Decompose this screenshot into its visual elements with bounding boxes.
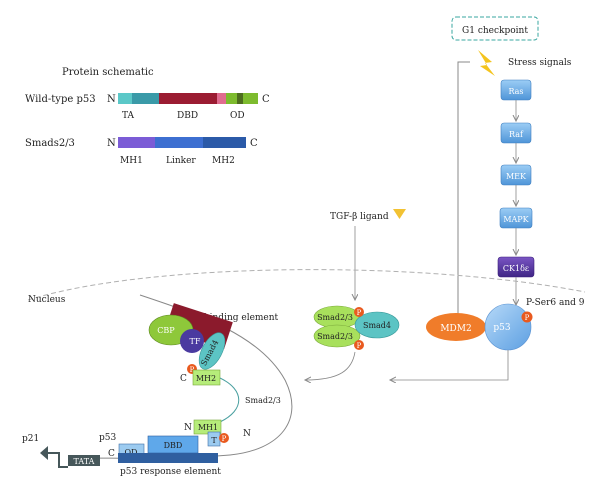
tf-node (180, 329, 204, 353)
dna-p53-label: p53 (99, 433, 116, 443)
smad-mh2-segment (203, 137, 246, 148)
wt-ta-light-segment (118, 93, 132, 104)
response-element-label: p53 response element (120, 467, 221, 477)
mh2-domain (192, 369, 221, 386)
wt-ta-label: TA (122, 111, 135, 121)
kinase-raf-label: Raf (509, 130, 524, 139)
dna-c-label: C (108, 449, 115, 459)
checkpoint-inhibition-line (457, 61, 470, 318)
mh2-c-label: C (180, 374, 187, 384)
wild-type-p53-bar (118, 93, 258, 104)
smad4-label: Smad4 (363, 321, 391, 330)
mdm2-label: MDM2 (440, 324, 471, 334)
kinase-ras-label: Ras (508, 87, 523, 96)
stress-signals-label: Stress signals (508, 58, 572, 68)
mh1-domain (193, 419, 222, 435)
nucleus-membrane (27, 269, 586, 301)
smad23-bottom-phospho-label: P (357, 342, 362, 350)
p53-phospho-badge (521, 311, 533, 323)
p53-response-element (118, 453, 218, 463)
mh2-domain-label: MH2 (196, 374, 216, 383)
wt-od-label: OD (230, 111, 245, 121)
smad-mh1-segment (118, 137, 155, 148)
mh2-phospho-label: P (190, 366, 195, 374)
wt-dbd-segment (159, 93, 217, 104)
smads-bar (118, 137, 246, 148)
wt-od-dark-segment (237, 93, 243, 104)
smad23-bottom-node (313, 324, 361, 348)
sbe-label: Smad-binding element (175, 313, 279, 323)
wt-c-terminus: C (262, 94, 270, 105)
smad23-top-phospho (354, 307, 364, 317)
dna-ta-phospho-label: P (222, 435, 227, 443)
dna-od-label: OD (125, 448, 138, 457)
dna-t-label: T (211, 436, 217, 445)
mh1-domain-label: MH1 (198, 423, 218, 432)
smad-mh2-label: MH2 (212, 156, 235, 166)
p53-to-nucleus-arrow (390, 350, 509, 380)
smad23-top-phospho-label: P (357, 309, 362, 317)
smads-label: Smads2/3 (25, 138, 75, 149)
p21-label: p21 (22, 434, 39, 444)
smad4-node (354, 311, 400, 339)
nuclear-smad4-node (198, 332, 226, 370)
g1-checkpoint-label: G1 checkpoint (462, 26, 528, 36)
smad-linker-label: Linker (166, 156, 196, 166)
mdm2-node (426, 313, 486, 341)
cbp-label: CBP (157, 326, 175, 335)
smad23-top-label: Smad2/3 (317, 313, 353, 322)
smad-complex: Smad2/3 Smad2/3 Smad4 P P (313, 305, 400, 350)
transcription-arrow-icon (40, 446, 68, 468)
tgf-ligand-label: TGF-β ligand (330, 212, 389, 222)
ligand-triangle-icon (393, 209, 406, 219)
smad23-linker-label: Smad2/3 (245, 396, 281, 405)
kinase-ck1-label: CK1δε (503, 264, 529, 273)
p-ser-label: P-Ser6 and 9 (526, 298, 585, 308)
tf-label: TF (190, 337, 201, 346)
smad-linker-segment (155, 137, 203, 148)
smad-to-nucleus-arrow (305, 351, 356, 380)
tata-box (68, 455, 100, 466)
wt-n-terminus: N (107, 94, 116, 105)
lightning-icon (478, 50, 495, 76)
schematic-heading: Protein schematic (62, 67, 154, 78)
dna-ta-phospho (219, 433, 229, 443)
tata-label: TATA (74, 457, 95, 466)
sbe-label-line1: Smad-binding element (175, 313, 279, 323)
smad23-bottom-phospho (354, 340, 364, 350)
p53-phospho-label: P (525, 314, 530, 322)
p53-node-label: p53 (493, 323, 510, 333)
g1-checkpoint-box (451, 16, 539, 41)
kinase-mek-label: MEK (506, 172, 527, 181)
wt-pink-segment (217, 93, 226, 104)
smad-linker-curve (219, 377, 240, 423)
smad-n-terminus: N (107, 138, 116, 149)
kinase-cascade: Ras Raf MEK MAPK CK1δε (497, 79, 535, 305)
right-n-label: N (243, 429, 251, 439)
nucleus-label: Nucleus (28, 295, 66, 305)
smad-mh1-label: MH1 (120, 156, 143, 166)
wt-dbd-label: DBD (177, 111, 198, 121)
kinase-mapk-label: MAPK (503, 215, 529, 224)
smad23-bottom-label: Smad2/3 (317, 332, 353, 341)
dna-dbd-label: DBD (164, 441, 183, 450)
smad-c-terminus: C (250, 138, 258, 149)
wt-ta-dark-segment (132, 93, 159, 104)
mh1-n-label: N (184, 423, 192, 433)
wild-type-p53-label: Wild-type p53 (25, 94, 96, 105)
